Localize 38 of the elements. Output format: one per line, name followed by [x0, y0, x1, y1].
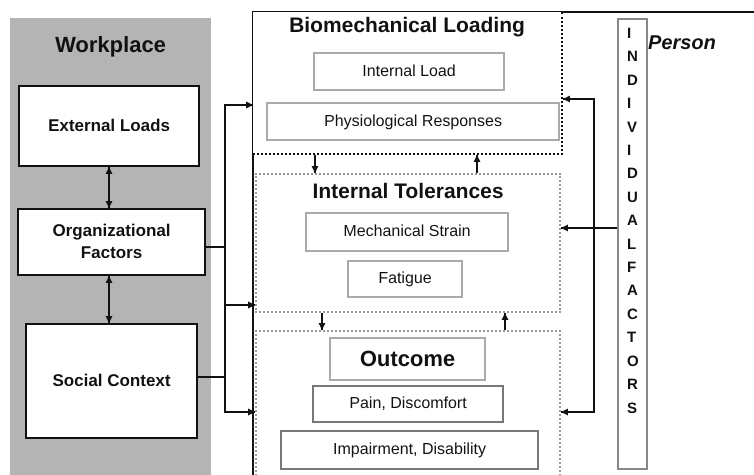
tolerance-section: [255, 173, 561, 313]
factor-box: [25, 323, 198, 439]
outcome-box: [329, 337, 486, 381]
item-label: Mechanical Strain: [342, 223, 472, 241]
item-label: Fatigue: [377, 270, 433, 288]
section-heading: Biomechanical Loading: [288, 14, 526, 38]
section-box: [255, 330, 561, 475]
arrow: [106, 276, 112, 323]
item-box: [266, 102, 560, 141]
person-panel: [252, 11, 754, 475]
item-box: [312, 385, 504, 423]
workplace-panel: [10, 18, 211, 475]
item-box: [347, 260, 463, 298]
arrow: [502, 313, 508, 330]
item-box: [280, 430, 539, 470]
item-label: Impairment, Disability: [332, 441, 487, 459]
arrow: [318, 313, 326, 330]
item-label: Physiological Responses: [323, 112, 503, 130]
box-label: External Loads: [47, 114, 171, 137]
box-label: Organizational Factors: [51, 220, 172, 264]
section-heading: Internal Tolerances: [311, 180, 504, 204]
factor-box: [18, 85, 200, 167]
item-label: Pain, Discomfort: [348, 395, 468, 413]
item-label: Internal Load: [361, 62, 457, 80]
panel-heading: Person: [648, 32, 716, 55]
factor-box: [17, 208, 206, 276]
arrow: [106, 167, 112, 208]
item-box: [305, 212, 509, 252]
individual-factors-box: [617, 18, 648, 470]
arrow: [474, 155, 480, 173]
section-heading: Outcome: [358, 346, 456, 372]
vertical-label: INDIVIDUAL FACTORS: [627, 24, 642, 418]
panel-heading: Workplace: [54, 32, 167, 58]
arrow: [312, 155, 318, 173]
box-label: Social Context: [51, 370, 172, 392]
arrow: [561, 227, 617, 416]
loading-section: [253, 12, 563, 155]
item-box: [313, 52, 505, 91]
